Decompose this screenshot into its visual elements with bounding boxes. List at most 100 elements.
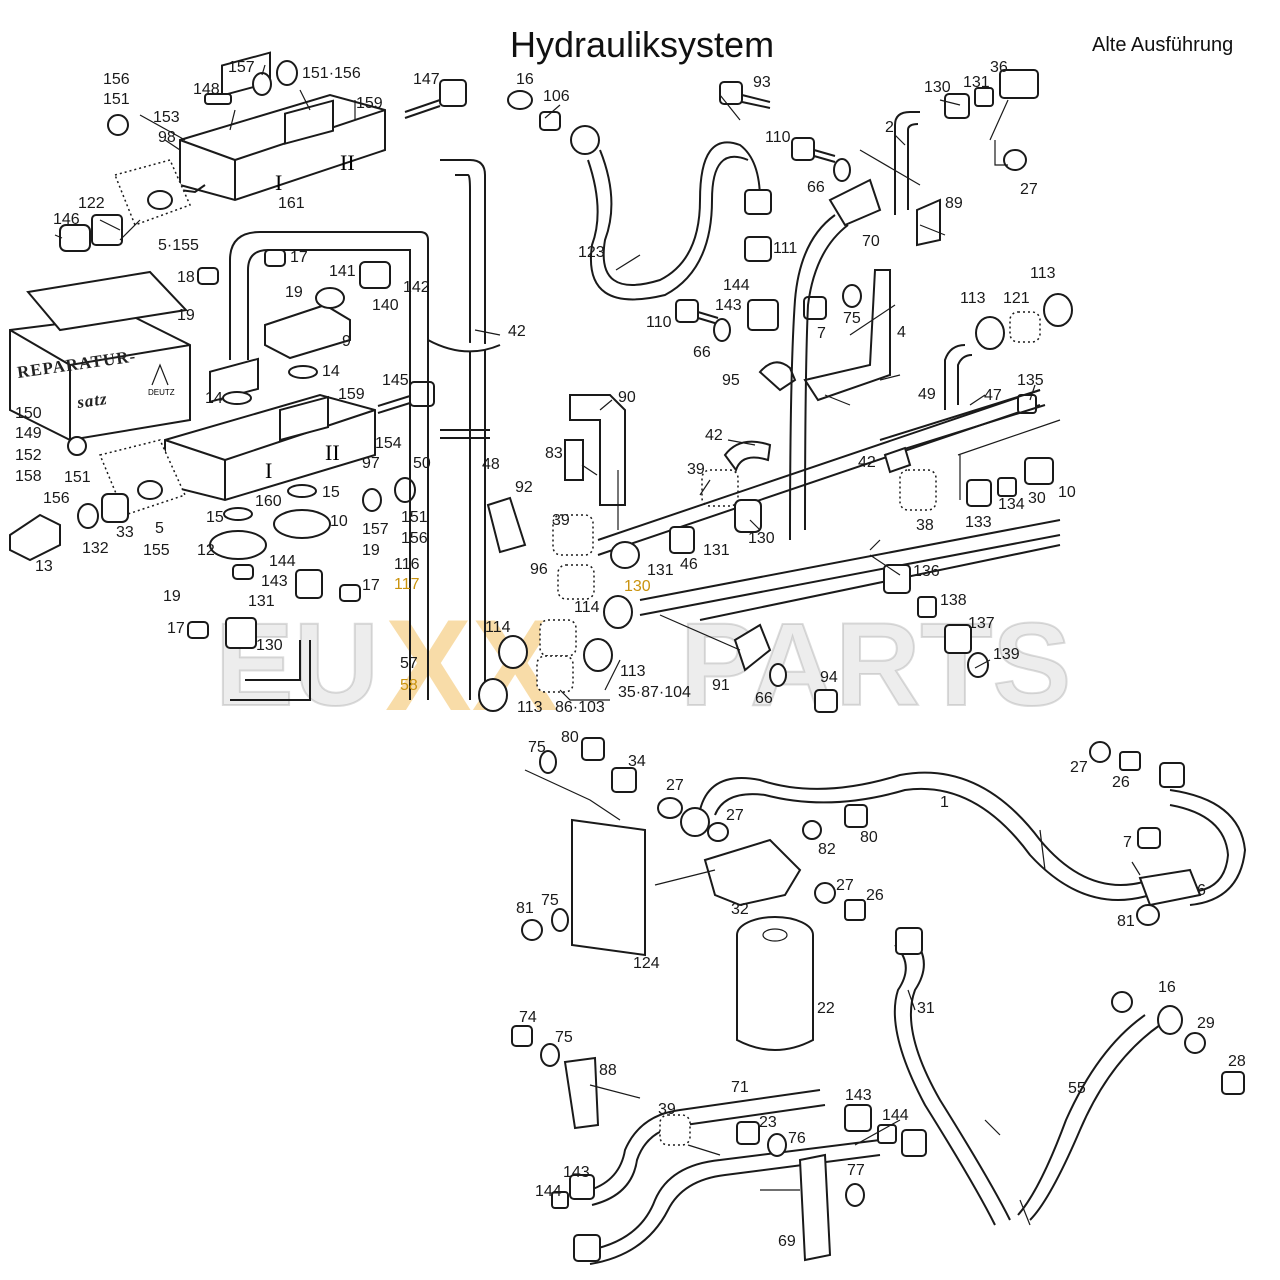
callout-label: 158 — [15, 468, 42, 485]
nipple-106 — [539, 111, 561, 131]
callout-label: 116 — [394, 556, 420, 573]
callout-label: 10 — [1058, 484, 1076, 501]
callout-label: 47 — [984, 387, 1002, 404]
callout-label: 19 — [362, 542, 380, 559]
washer-75a — [539, 750, 557, 774]
callout-label: 151·156 — [302, 65, 361, 82]
callout-label: 133 — [965, 514, 992, 531]
plate-124 — [571, 818, 646, 957]
filter-head-32 — [703, 838, 802, 907]
callout-label: 159 — [356, 95, 383, 112]
bracket-88 — [563, 1056, 600, 1130]
callout-label: 113 — [960, 290, 986, 307]
flange-12 — [209, 530, 267, 560]
seal-151c — [394, 477, 416, 503]
callout-label: 159 — [338, 386, 365, 403]
bolt-74 — [511, 1025, 533, 1047]
callout-label: 27 — [1070, 759, 1088, 776]
callout-label: 80 — [860, 829, 878, 846]
hose-31 — [909, 934, 1011, 1221]
oring-15a — [223, 507, 253, 521]
callout-label: 48 — [482, 456, 500, 473]
callout-label: 110 — [765, 129, 791, 146]
seal-16 — [507, 90, 533, 110]
nut-130c — [610, 541, 640, 569]
callout-label: 30 — [1028, 490, 1046, 507]
callout-label: 38 — [916, 517, 934, 534]
callout-label: 130 — [748, 530, 775, 547]
section-roman-1: I — [275, 170, 282, 195]
bolt-83 — [564, 439, 584, 481]
clamp-92 — [486, 496, 527, 554]
key-148 — [204, 93, 232, 105]
callout-label: 131 — [963, 74, 990, 91]
seal-29 — [1184, 1032, 1206, 1054]
callout-label: 154 — [375, 435, 402, 452]
washer-139 — [967, 652, 989, 678]
callout-label: 29 — [1197, 1015, 1215, 1032]
callout-label: 143 — [715, 297, 742, 314]
callout-label: 144 — [535, 1183, 562, 1200]
bolt-80b — [844, 804, 868, 828]
nut-hose-1 — [1159, 762, 1185, 788]
washer-27c — [680, 807, 710, 837]
clamp-70 — [828, 178, 882, 227]
callout-label: 152 — [15, 447, 42, 464]
clamp-42b — [723, 440, 772, 473]
callout-label: 27 — [1020, 181, 1038, 198]
callout-label: 140 — [372, 297, 399, 314]
bolt-147 — [404, 79, 467, 119]
elbow-9-port — [315, 287, 345, 309]
nut-130a — [225, 617, 257, 649]
callout-labels: 156 151 153 98 148 157 151·156 147 159 1… — [15, 59, 1246, 1250]
callout-label: 142 — [403, 279, 430, 296]
washer-77 — [845, 1183, 865, 1207]
bolt-7b — [1137, 827, 1161, 849]
callout-label: 141 — [329, 263, 356, 280]
washer-27e — [814, 882, 836, 904]
screw-17a — [264, 249, 286, 267]
seal-ring-156 — [107, 114, 129, 136]
screw-18 — [197, 267, 219, 285]
callout-label: 16 — [516, 71, 534, 88]
clamp-6 — [1138, 868, 1202, 907]
washer-66a — [833, 158, 851, 182]
bolt-28 — [1221, 1071, 1245, 1095]
hose-55 — [1029, 1024, 1161, 1221]
watermark-left: EU — [215, 599, 379, 731]
nut-81b — [1136, 904, 1160, 926]
clamp-91 — [733, 623, 772, 672]
callout-label: 19 — [285, 284, 303, 301]
callout-label: 39 — [658, 1101, 676, 1118]
upper-flange-gasket — [113, 159, 192, 226]
callout-label: 22 — [817, 1000, 835, 1017]
callout-label: 75 — [843, 310, 861, 327]
callout-label: 6 — [1197, 882, 1206, 899]
callout-label: 134 — [998, 496, 1025, 513]
pipe-70 — [789, 214, 836, 541]
callout-label: 16 — [1158, 979, 1176, 996]
watermark-mid: XX — [385, 592, 558, 738]
callout-label: 13 — [35, 558, 53, 575]
callout-label: 26 — [866, 887, 884, 904]
callout-label: 7 — [1123, 834, 1132, 851]
callout-label: 10 — [330, 513, 348, 530]
oring-157b — [362, 488, 382, 512]
bolt-110b — [675, 299, 719, 325]
seal-132 — [77, 503, 99, 529]
nut-143c — [569, 1174, 595, 1200]
callout-label: 15 — [322, 484, 340, 501]
callout-label: 15 — [206, 509, 224, 526]
clamp-113a — [583, 638, 613, 672]
nut-130b — [944, 93, 970, 119]
page-title: Hydrauliksystem — [510, 24, 775, 65]
oring-157 — [252, 72, 272, 96]
callout-label: 135 — [1017, 372, 1044, 389]
callout-label: 149 — [15, 425, 42, 442]
callout-label: 96 — [530, 561, 548, 578]
washer-75c — [540, 1043, 560, 1067]
callout-label: 106 — [543, 88, 570, 105]
callout-label: 117 — [394, 576, 420, 593]
clamp-42c — [883, 446, 912, 474]
callout-label: 1 — [940, 794, 949, 811]
